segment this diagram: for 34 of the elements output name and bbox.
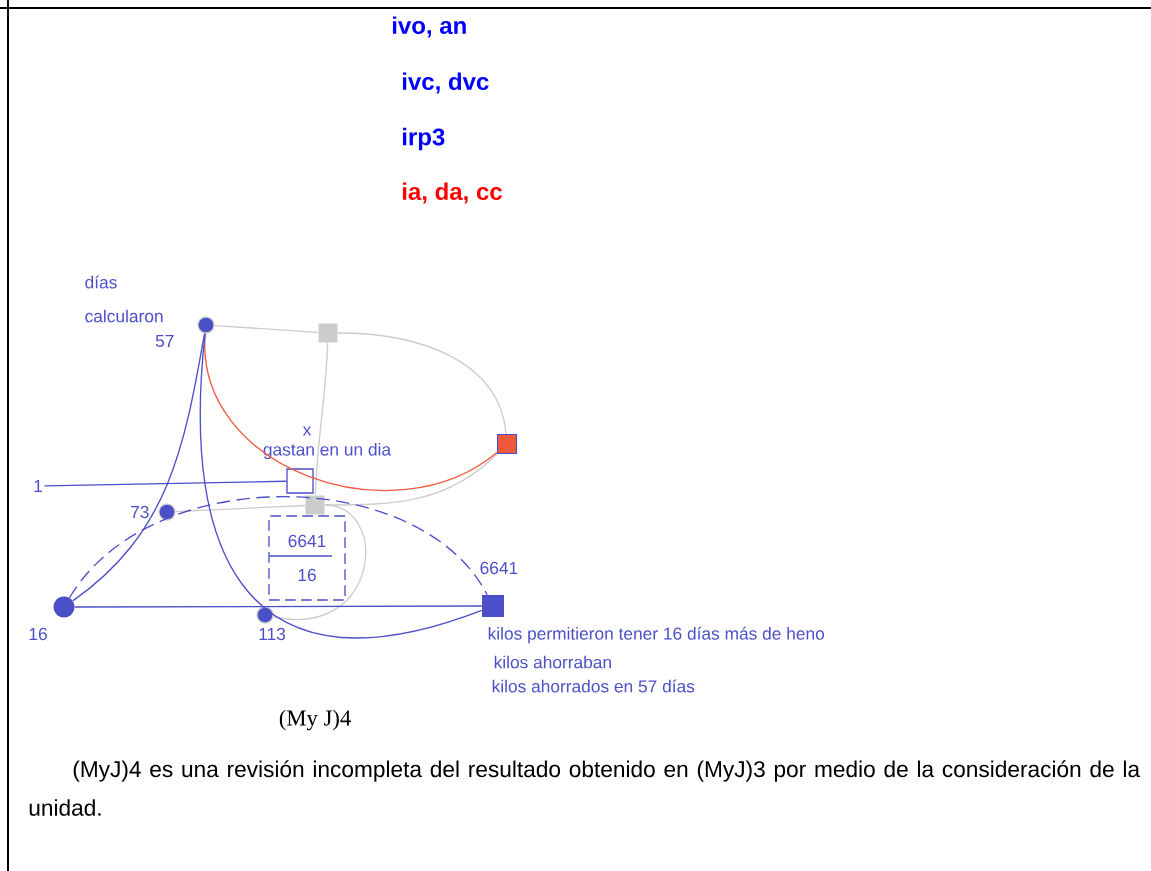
connector-line [72,332,206,602]
connector-line [175,504,306,513]
node-square [496,433,518,455]
caption: (My J)4 [279,709,351,731]
connector-line [314,342,329,496]
node-label: 57 [155,334,174,348]
node-label: kilos ahorraban [494,655,611,669]
connector-line [68,496,488,599]
connector-line [337,332,507,435]
tag-label: ivo, an [392,16,466,38]
node-label: 113 [259,627,286,641]
node-label: x [302,426,312,436]
connector-line [324,453,498,506]
node-label: calcularon [85,309,163,323]
node-label: 16 [29,627,47,641]
connector-line [272,504,367,621]
connector-line [74,605,483,608]
node-label: 73 [131,505,149,519]
tag-label: irp3 [402,127,445,151]
node-label: días [85,275,117,289]
connector-line [214,324,319,334]
node-square [318,323,338,343]
connector-line [200,332,483,638]
node-label: kilos permitieron tener 16 días más de heno [488,626,825,644]
connector-line [43,480,287,487]
node-label: kilos ahorrados en 57 días [492,679,695,693]
node-label: gastan en un dia [263,442,392,460]
tag-label: ia, da, cc [402,182,502,204]
node-label: 6641 [480,561,518,575]
dashed-box: 6641 16 [268,515,346,601]
node-square [305,495,325,515]
paragraph: (MyJ)4 es una revisión incompleta del resultado obtenido en (MyJ)3 por medio de la consideración de la unidad. [29,760,1141,816]
number-label: 1 [34,480,42,492]
tag-label: ivc, dvc [402,72,489,94]
